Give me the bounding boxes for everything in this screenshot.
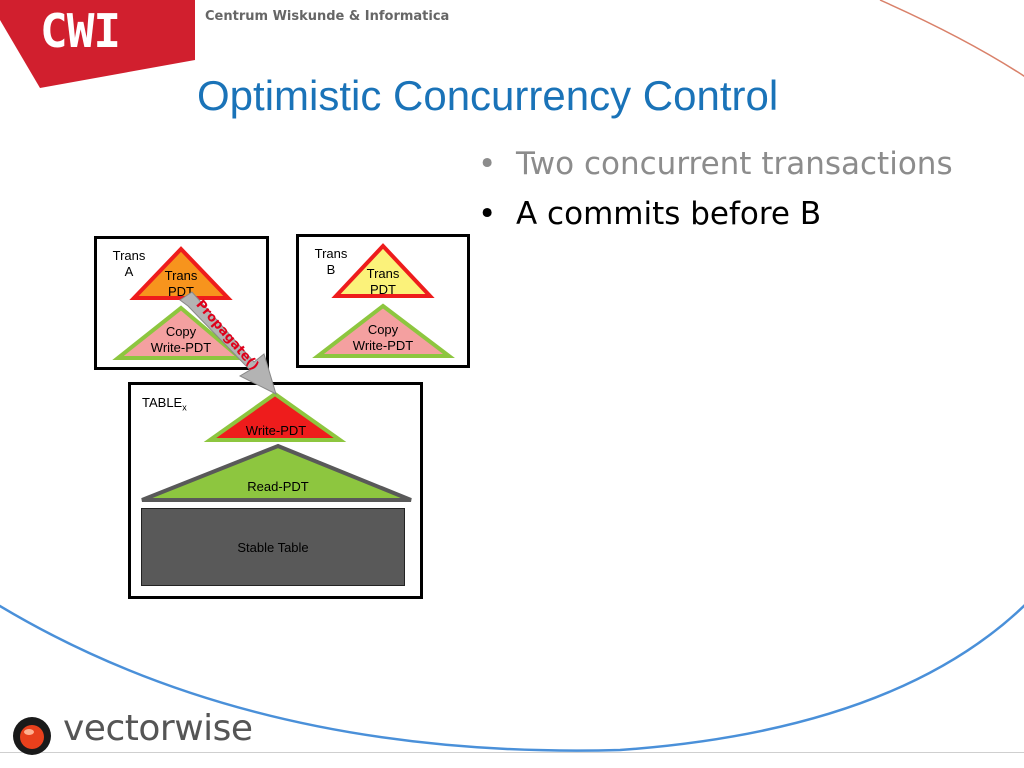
trans-a-copy-triangle — [112, 305, 246, 360]
trans-a-pdt-line1: Trans — [164, 268, 198, 283]
trans-b-copy-line1: Copy — [367, 322, 399, 337]
write-pdt-triangle — [203, 391, 347, 442]
table-shapes — [141, 391, 412, 502]
propagate-arrow-shape — [179, 291, 277, 395]
trans-a-copy-label: Copy Write-PDT — [141, 324, 221, 356]
org-name: Centrum Wiskunde & Informatica — [205, 9, 450, 24]
trans-b-label-line1: Trans — [314, 246, 348, 261]
trans-b-copy-triangle — [312, 303, 455, 358]
bullet-item: • Two concurrent transactions — [478, 146, 953, 182]
table-label: TABLEx — [142, 395, 222, 416]
trans-a-label-line2: A — [124, 264, 134, 279]
trans-b-pdt-line1: Trans — [366, 266, 400, 281]
trans-a-pdt-triangle — [129, 246, 233, 300]
stable-table-block — [141, 508, 405, 586]
trans-b-copy-label: Copy Write-PDT — [343, 322, 423, 354]
trans-b-pdt-label: Trans PDT — [353, 266, 413, 298]
cwi-logo-band — [0, 0, 195, 88]
trans-a-copy-line1: Copy — [165, 324, 197, 339]
trans-b-label-line2: B — [326, 262, 336, 277]
bullet-item: • A commits before B — [478, 196, 821, 232]
bullet-marker: • — [478, 146, 497, 182]
bullet-text: Two concurrent transactions — [516, 146, 953, 182]
vectorwise-brand: vectorwise — [63, 708, 253, 749]
footer-divider — [0, 752, 1024, 753]
trans-b-pdt-line2: PDT — [370, 282, 396, 297]
trans-b-pdt-triangle — [331, 243, 435, 298]
cwi-logo-text: CWI — [40, 4, 121, 58]
vectorwise-logo-icon — [13, 717, 51, 755]
read-pdt-triangle — [141, 443, 412, 502]
table-label-text: TABLE — [142, 395, 183, 410]
trans-b-shapes — [312, 243, 455, 358]
trans-a-copy-line2: Write-PDT — [150, 340, 212, 355]
top-right-arc — [879, 0, 1024, 77]
table-label-subscript: x — [182, 402, 187, 413]
bullet-text: A commits before B — [516, 196, 822, 232]
stable-table-label: Stable Table — [237, 540, 309, 555]
trans-b-label: Trans B — [306, 246, 356, 278]
propagate-arrow — [179, 291, 277, 395]
trans-a-label: Trans A — [104, 248, 154, 280]
bullet-marker: • — [478, 196, 497, 232]
slide-title: Optimistic Concurrency Control — [197, 72, 779, 119]
trans-b-copy-line2: Write-PDT — [352, 338, 414, 353]
bottom-blue-arc — [0, 604, 1024, 752]
trans-a-shapes — [112, 246, 246, 360]
read-pdt-label: Read-PDT — [247, 479, 309, 494]
write-pdt-label: Write-PDT — [245, 423, 307, 438]
trans-a-label-line1: Trans — [112, 248, 146, 263]
